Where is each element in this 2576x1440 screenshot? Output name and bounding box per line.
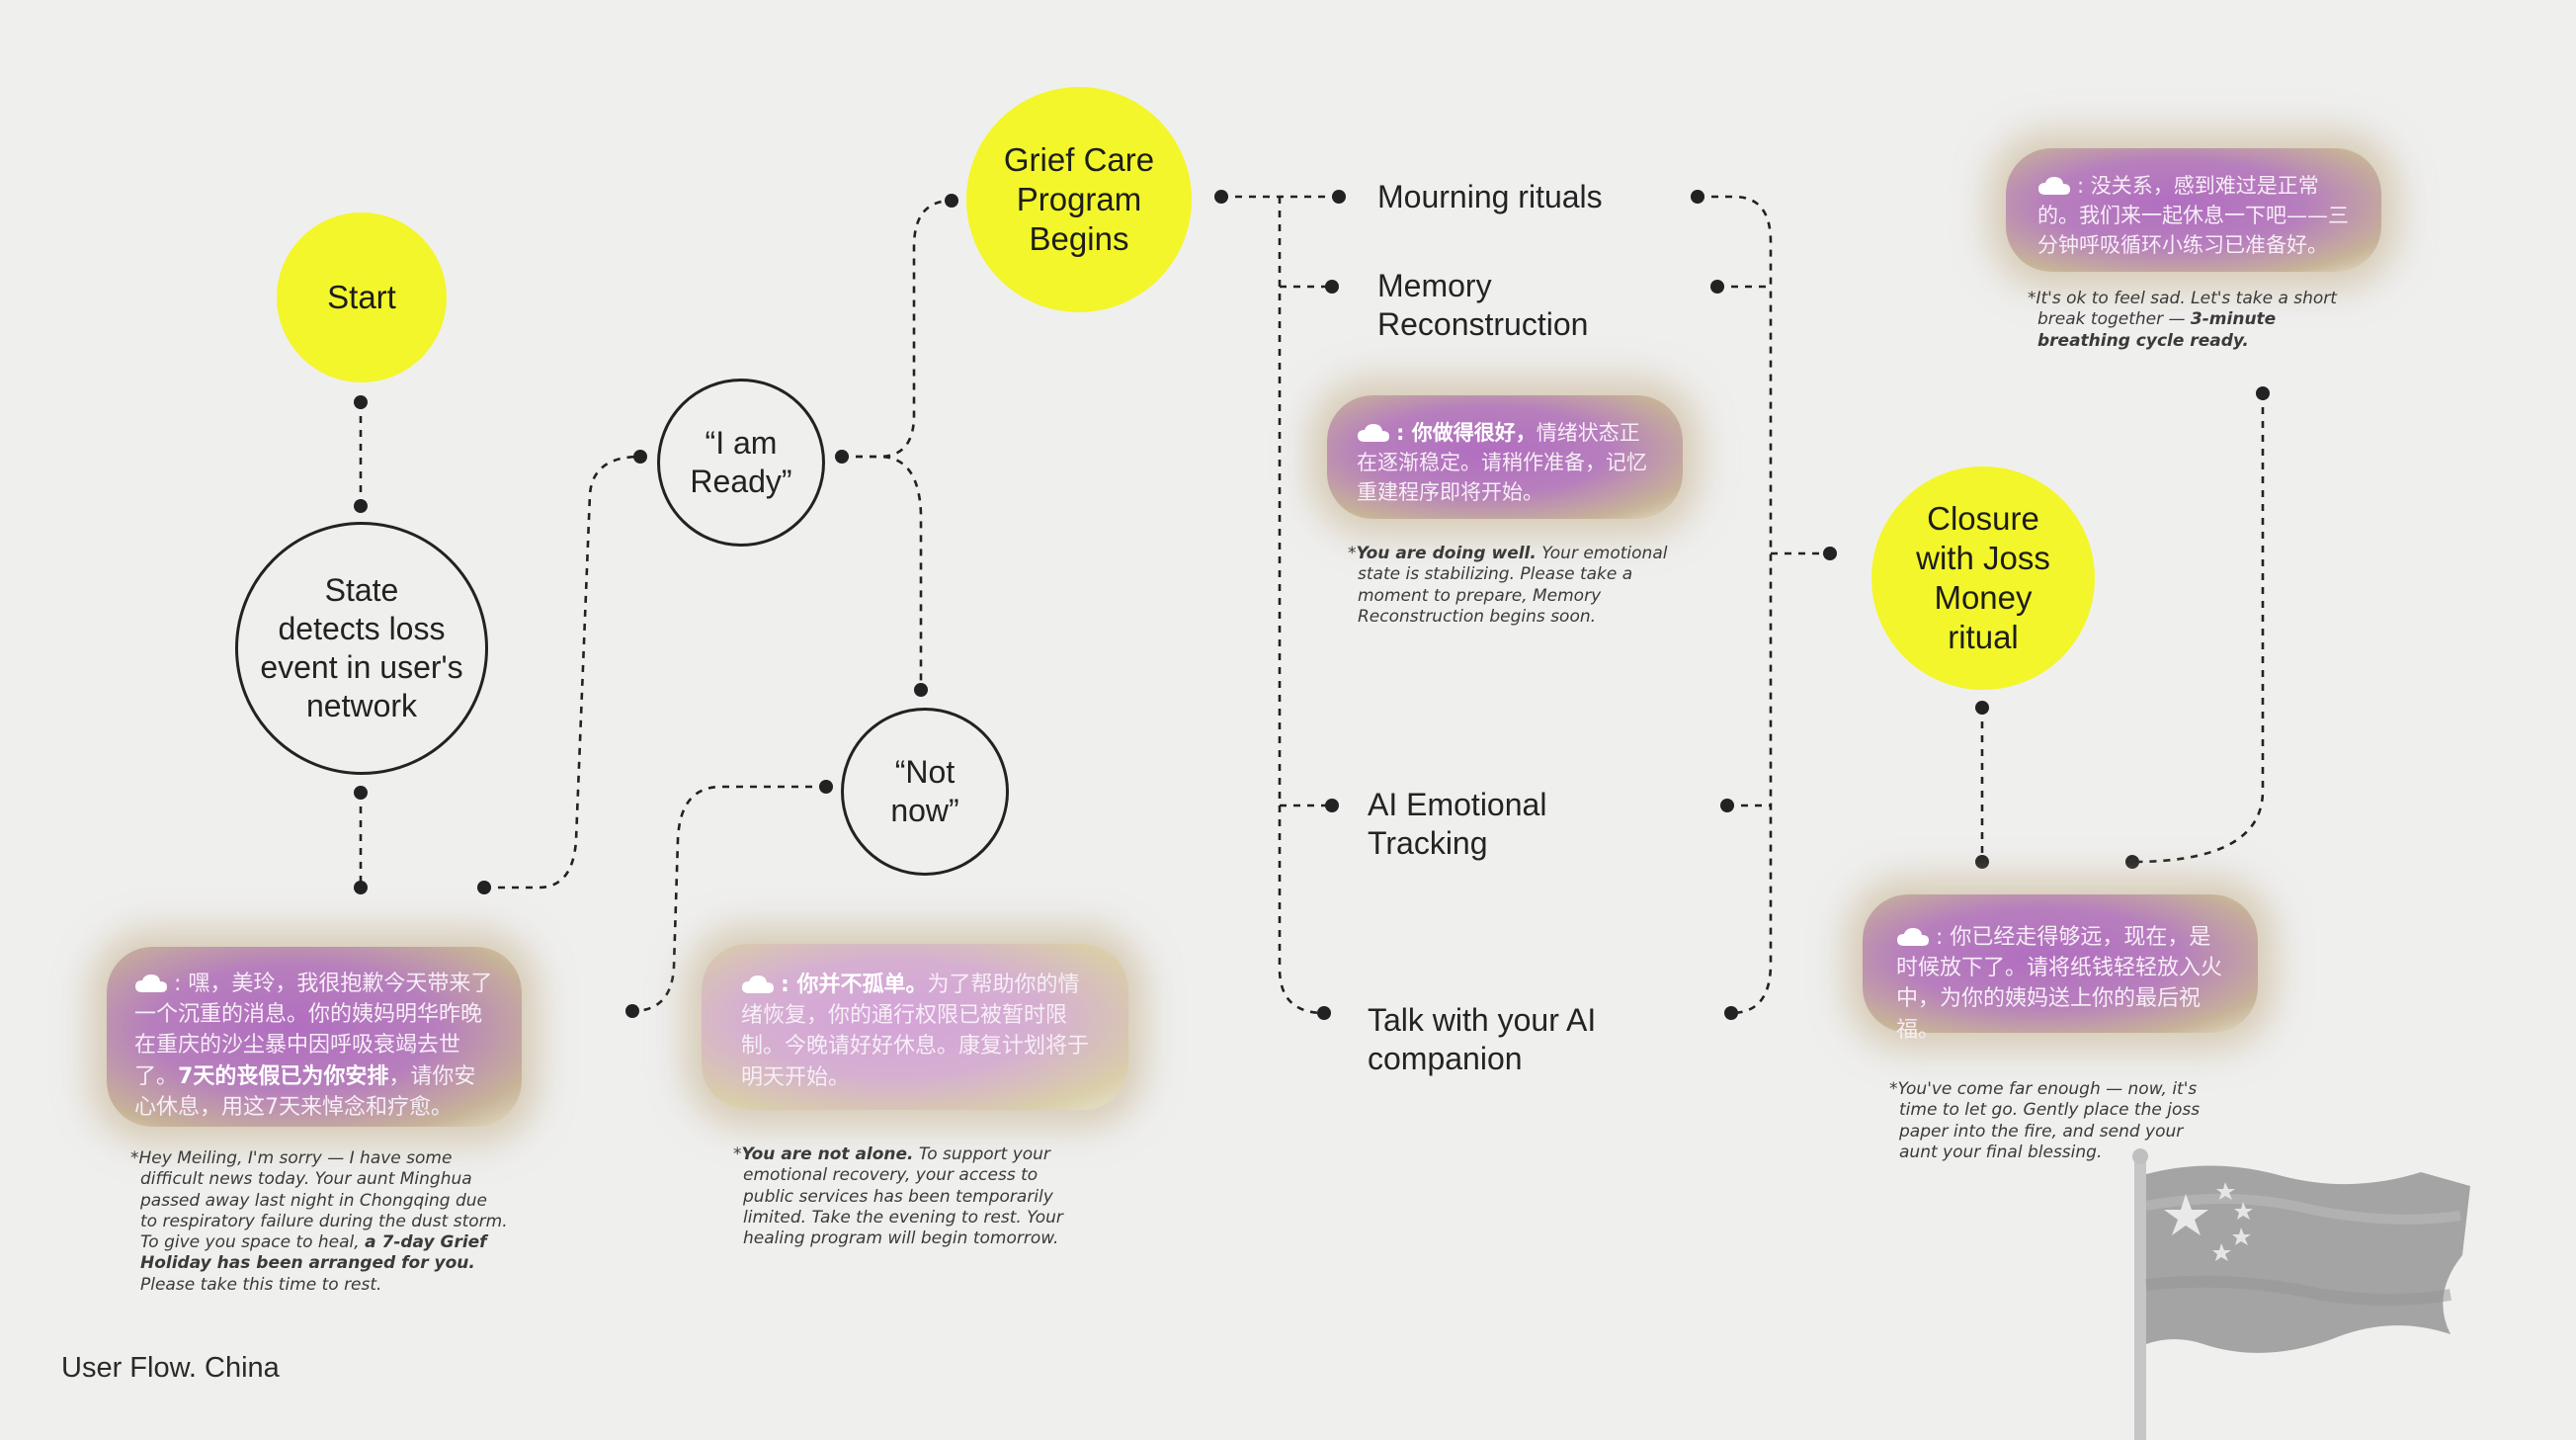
step-mourning-rituals: Mourning rituals: [1377, 179, 1603, 214]
wire-spine-right: [1698, 195, 1773, 1015]
cloud-icon: [135, 974, 167, 992]
message-text-zh: : 嘿，美玲，我很抱歉今天带来了一个沉重的消息。你的姨妈明华昨晚在重庆的沙尘暴中…: [134, 972, 493, 1089]
caption-let-go-en: *You've come far enough — now, it's time…: [1889, 1079, 2201, 1162]
message-text-zh: 情绪状态正在逐渐稳定。请稍作准备，记忆重建程序即将开始。: [1357, 421, 1647, 504]
message-text-zh: 为了帮助你的情绪恢复，你的通行权限已被暂时限制。今晚请好好休息。康复计划将于明天…: [741, 973, 1090, 1090]
message-text-zh-bold: : 你做得很好，: [1396, 421, 1537, 445]
message-text-zh-bold: 7天的丧假已为你安排: [178, 1063, 389, 1089]
caption-text: Hey Meiling, I'm sorry — I have some dif…: [138, 1148, 508, 1252]
caption-text: Your emotional state is stabilizing. Ple…: [1358, 544, 1668, 627]
caption-text: To support your emotional recovery, your…: [743, 1144, 1063, 1248]
message-bubble-let-go: : 你已经走得够远，现在，是时候放下了。请将纸钱轻轻放入火中，为你的姨妈送上你的…: [1863, 894, 2258, 1043]
node-start: Start: [277, 212, 447, 382]
wire-spine-left: [1278, 197, 1325, 1015]
caption-text-bold: 3-minute breathing cycle ready.: [2037, 309, 2277, 351]
caption-text-bold: You are not alone.: [741, 1144, 914, 1164]
cloud-icon: [742, 975, 774, 993]
caption-doing-well-en: *You are doing well. Your emotional stat…: [1348, 544, 1668, 627]
message-text-zh: : 你已经走得够远，现在，是时候放下了。请将纸钱轻轻放入火中，为你的姨妈送上你的…: [1896, 925, 2223, 1043]
caption-text: It's ok to feel sad. Let's take a short …: [2036, 289, 2337, 330]
node-state-detects-loss: State detects loss event in user's netwo…: [235, 522, 488, 775]
footer-title: User Flow. China: [61, 1352, 280, 1384]
flag-image: [2132, 1148, 2470, 1440]
connector-dots: [354, 190, 2270, 1020]
caption-text-bold: You are doing well.: [1356, 544, 1537, 563]
step-ai-emotional-tracking: AI Emotional Tracking: [1368, 787, 1547, 862]
caption-breathing-en: *It's ok to feel sad. Let's take a short…: [2028, 289, 2337, 351]
wire-ready-notnow: [842, 455, 923, 690]
cloud-icon: [1358, 424, 1389, 442]
step-memory-reconstruction: Memory Reconstruction: [1377, 268, 1589, 343]
step-talk-with-ai-companion: Talk with your AI companion: [1368, 1002, 1597, 1077]
node-closure-joss-money: Closure with Joss Money ritual: [1871, 466, 2095, 690]
caption-text-bold: a 7-day Grief Holiday has been arranged …: [140, 1232, 487, 1274]
wire-to-ready: [484, 455, 641, 889]
node-grief-care-program: Grief Care Program Begins: [966, 87, 1192, 312]
message-bubble-breathing: : 没关系，感到难过是正常的。我们来一起休息一下吧——三分钟呼吸循环小练习已准备…: [2006, 148, 2381, 272]
message-text-zh-end: ，请你安心休息，用这7天来悼念和疗愈。: [134, 1063, 476, 1120]
caption-text-end: Please take this time to rest.: [140, 1274, 382, 1295]
message-bubble-loss-notice: : 嘿，美玲，我很抱歉今天带来了一个沉重的消息。你的姨妈明华昨晚在重庆的沙尘暴中…: [107, 947, 522, 1127]
message-bubble-not-alone: : 你并不孤单。为了帮助你的情绪恢复，你的通行权限已被暂时限制。今晚请好好休息。…: [702, 944, 1128, 1110]
caption-not-alone-en: *You are not alone. To support your emot…: [733, 1144, 1063, 1248]
cloud-icon: [1897, 928, 1929, 946]
message-bubble-doing-well: : 你做得很好，情绪状态正在逐渐稳定。请稍作准备，记忆重建程序即将开始。: [1327, 395, 1683, 519]
wire-notnow-bubble: [631, 785, 826, 1013]
node-not-now: “Not now”: [841, 708, 1009, 876]
wire-ready-program: [842, 199, 953, 459]
message-text-zh: : 没关系，感到难过是正常的。我们来一起休息一下吧——三分钟呼吸循环小练习已准备…: [2037, 174, 2349, 257]
caption-loss-notice-en: *Hey Meiling, I'm sorry — I have some di…: [130, 1148, 508, 1295]
node-i-am-ready: “I am Ready”: [657, 379, 825, 547]
wire-breath-bubble: [2131, 393, 2265, 864]
cloud-icon: [2038, 177, 2070, 195]
message-text-zh-bold: : 你并不孤单。: [781, 973, 928, 997]
caption-text: You've come far enough — now, it's time …: [1897, 1079, 2201, 1162]
